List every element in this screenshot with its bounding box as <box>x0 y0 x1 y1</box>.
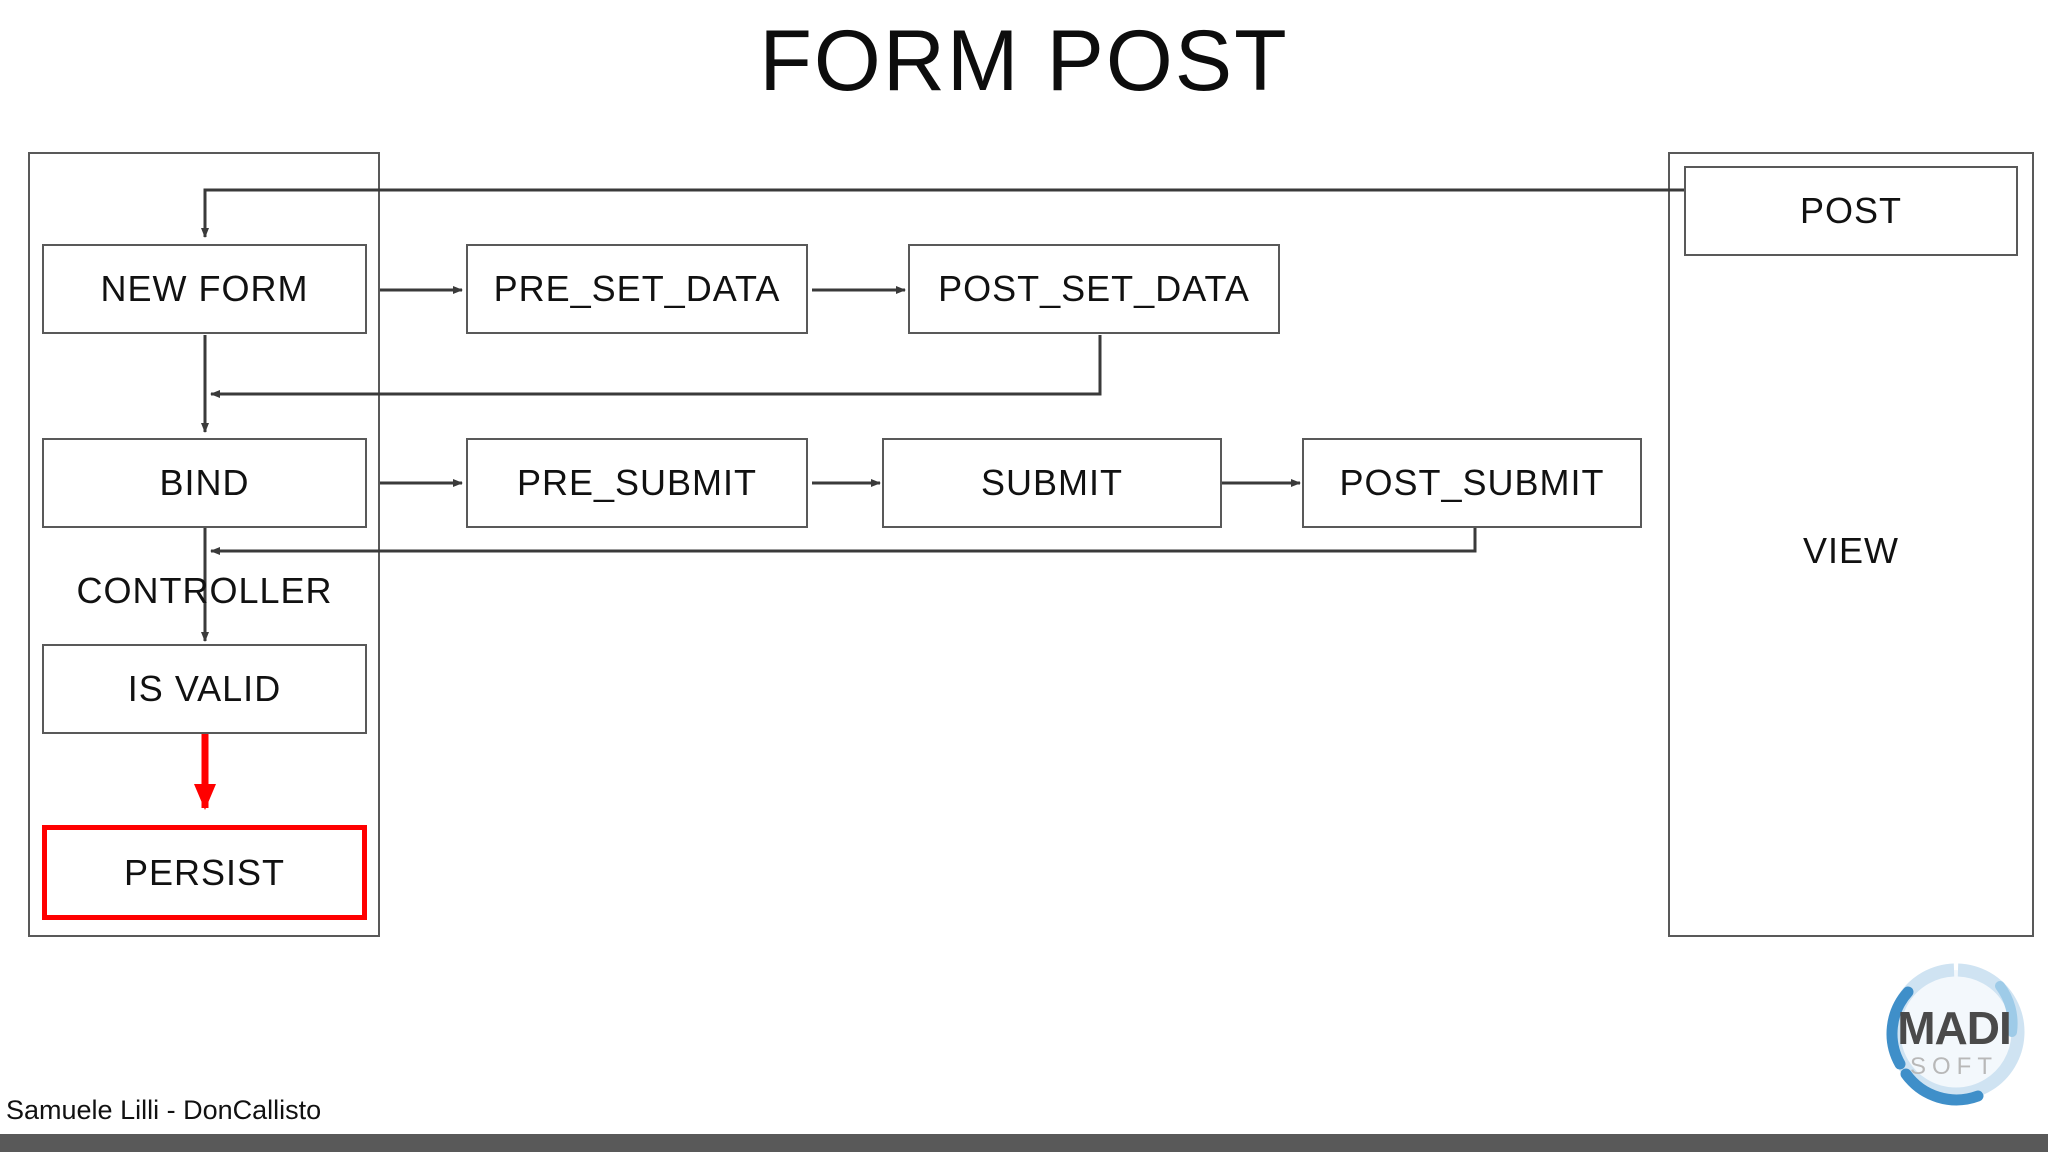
madisoft-logo: MADI SOFT <box>1874 952 2034 1112</box>
page-title: FORM POST <box>759 13 1289 109</box>
node-bind[interactable]: BIND <box>42 438 367 528</box>
node-persist[interactable]: PERSIST <box>42 825 367 920</box>
madisoft-logo-icon: MADI SOFT <box>1886 963 2025 1106</box>
footer-author: Samuele Lilli - DonCallisto <box>6 1095 322 1125</box>
controller-label: CONTROLLER <box>76 570 333 611</box>
node-pre-set-data[interactable]: PRE_SET_DATA <box>466 244 808 334</box>
node-new-form[interactable]: NEW FORM <box>42 244 367 334</box>
node-post-set-data[interactable]: POST_SET_DATA <box>908 244 1280 334</box>
footer-bar <box>0 1134 2048 1152</box>
logo-main-text: MADI <box>1897 1002 2011 1054</box>
node-submit[interactable]: SUBMIT <box>882 438 1222 528</box>
node-post-submit[interactable]: POST_SUBMIT <box>1302 438 1642 528</box>
view-label: VIEW <box>1802 530 1899 571</box>
view-group-container <box>1668 152 2034 937</box>
node-is-valid[interactable]: IS VALID <box>42 644 367 734</box>
logo-sub-text: SOFT <box>1910 1053 1998 1080</box>
node-post[interactable]: POST <box>1684 166 2018 256</box>
node-pre-submit[interactable]: PRE_SUBMIT <box>466 438 808 528</box>
